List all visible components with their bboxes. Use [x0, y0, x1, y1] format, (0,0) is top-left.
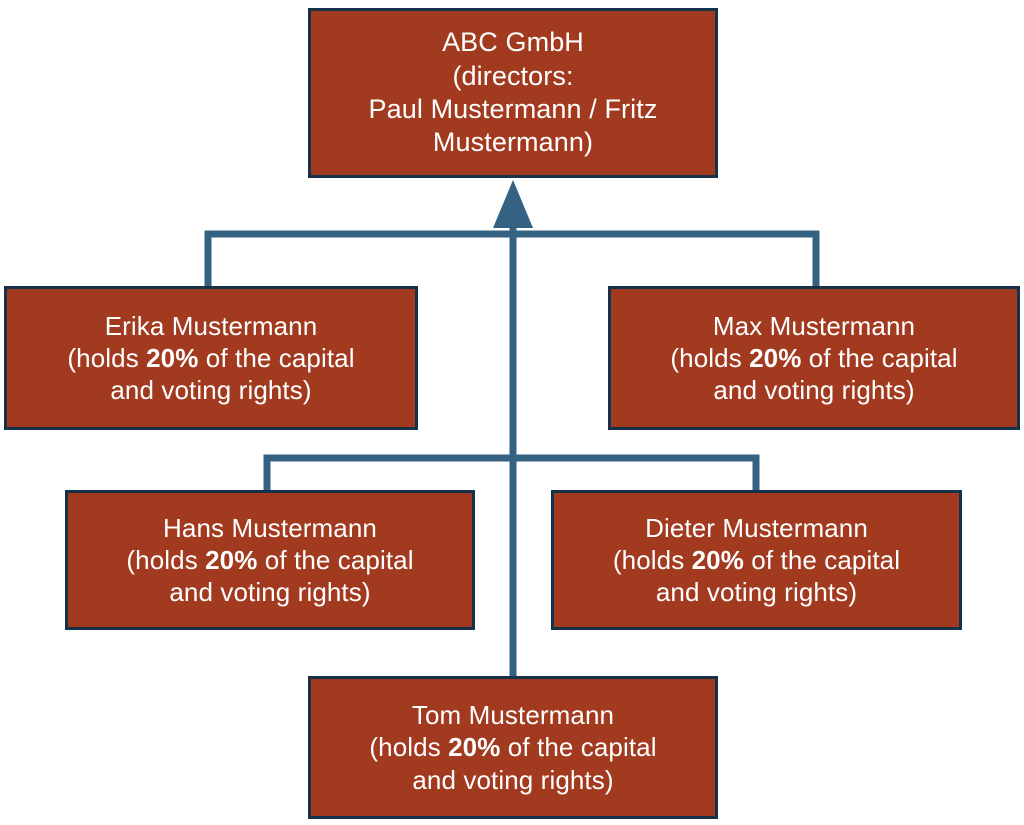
node-dieter-mustermann-stake: (holds 20% of the capital — [560, 544, 953, 576]
stake-value: 20% — [691, 544, 744, 575]
node-hans-mustermann-text: Hans Mustermann (holds 20% of the capita… — [68, 512, 472, 609]
node-abc-gmbh[interactable]: ABC GmbH (directors: Paul Mustermann / F… — [308, 8, 718, 178]
node-tom-mustermann-stake: (holds 20% of the capital — [317, 731, 709, 763]
node-tom-mustermann[interactable]: Tom Mustermann (holds 20% of the capital… — [308, 676, 718, 819]
node-hans-mustermann-stake: (holds 20% of the capital — [74, 544, 466, 576]
node-erika-mustermann-text: Erika Mustermann (holds 20% of the capit… — [7, 310, 415, 407]
node-dieter-mustermann-name: Dieter Mustermann — [645, 512, 868, 543]
node-max-mustermann-stake: (holds 20% of the capital — [617, 342, 1011, 374]
node-erika-mustermann-name: Erika Mustermann — [104, 310, 318, 341]
node-abc-gmbh-text: ABC GmbH (directors: Paul Mustermann / F… — [311, 26, 715, 160]
connector-hans-to-trunk — [263, 454, 513, 492]
connector-erika-to-root — [204, 230, 513, 289]
node-erika-mustermann-stake-line2: and voting rights) — [110, 375, 312, 406]
node-hans-mustermann-name: Hans Mustermann — [163, 512, 377, 543]
stake-prefix: (holds — [126, 544, 206, 575]
stake-value: 20% — [146, 342, 199, 373]
stake-prefix: (holds — [670, 342, 750, 373]
node-dieter-mustermann[interactable]: Dieter Mustermann (holds 20% of the capi… — [551, 490, 962, 630]
stake-suffix: of the capital — [500, 732, 657, 763]
stake-suffix: of the capital — [257, 544, 414, 575]
node-dieter-mustermann-text: Dieter Mustermann (holds 20% of the capi… — [554, 512, 959, 609]
node-abc-gmbh-line-1: ABC GmbH — [442, 27, 584, 58]
node-abc-gmbh-line-2: (directors: — [452, 60, 574, 91]
stake-suffix: of the capital — [801, 342, 958, 373]
node-tom-mustermann-name: Tom Mustermann — [411, 700, 615, 731]
arrowhead-icon — [493, 180, 533, 228]
node-tom-mustermann-stake-line2: and voting rights) — [412, 764, 614, 795]
node-erika-mustermann[interactable]: Erika Mustermann (holds 20% of the capit… — [4, 286, 418, 430]
node-hans-mustermann[interactable]: Hans Mustermann (holds 20% of the capita… — [65, 490, 475, 630]
stake-suffix: of the capital — [198, 342, 355, 373]
stake-prefix: (holds — [612, 544, 692, 575]
stake-value: 20% — [448, 732, 501, 763]
node-abc-gmbh-line-4: Mustermann) — [432, 127, 594, 158]
node-max-mustermann-stake-line2: and voting rights) — [713, 375, 915, 406]
node-max-mustermann[interactable]: Max Mustermann (holds 20% of the capital… — [608, 286, 1020, 430]
node-max-mustermann-text: Max Mustermann (holds 20% of the capital… — [611, 310, 1017, 407]
connector-max-to-root — [513, 230, 820, 289]
node-abc-gmbh-line-3: Paul Mustermann / Fritz — [368, 94, 658, 124]
node-max-mustermann-name: Max Mustermann — [712, 310, 916, 341]
stake-suffix: of the capital — [743, 544, 901, 575]
node-dieter-mustermann-stake-line2: and voting rights) — [655, 577, 858, 608]
node-erika-mustermann-stake: (holds 20% of the capital — [13, 342, 409, 374]
stake-value: 20% — [205, 544, 258, 575]
connector-dieter-to-trunk — [513, 454, 760, 492]
node-hans-mustermann-stake-line2: and voting rights) — [169, 577, 371, 608]
stake-prefix: (holds — [67, 342, 147, 373]
stake-value: 20% — [749, 342, 802, 373]
node-tom-mustermann-text: Tom Mustermann (holds 20% of the capital… — [311, 699, 715, 796]
stake-prefix: (holds — [369, 732, 449, 763]
